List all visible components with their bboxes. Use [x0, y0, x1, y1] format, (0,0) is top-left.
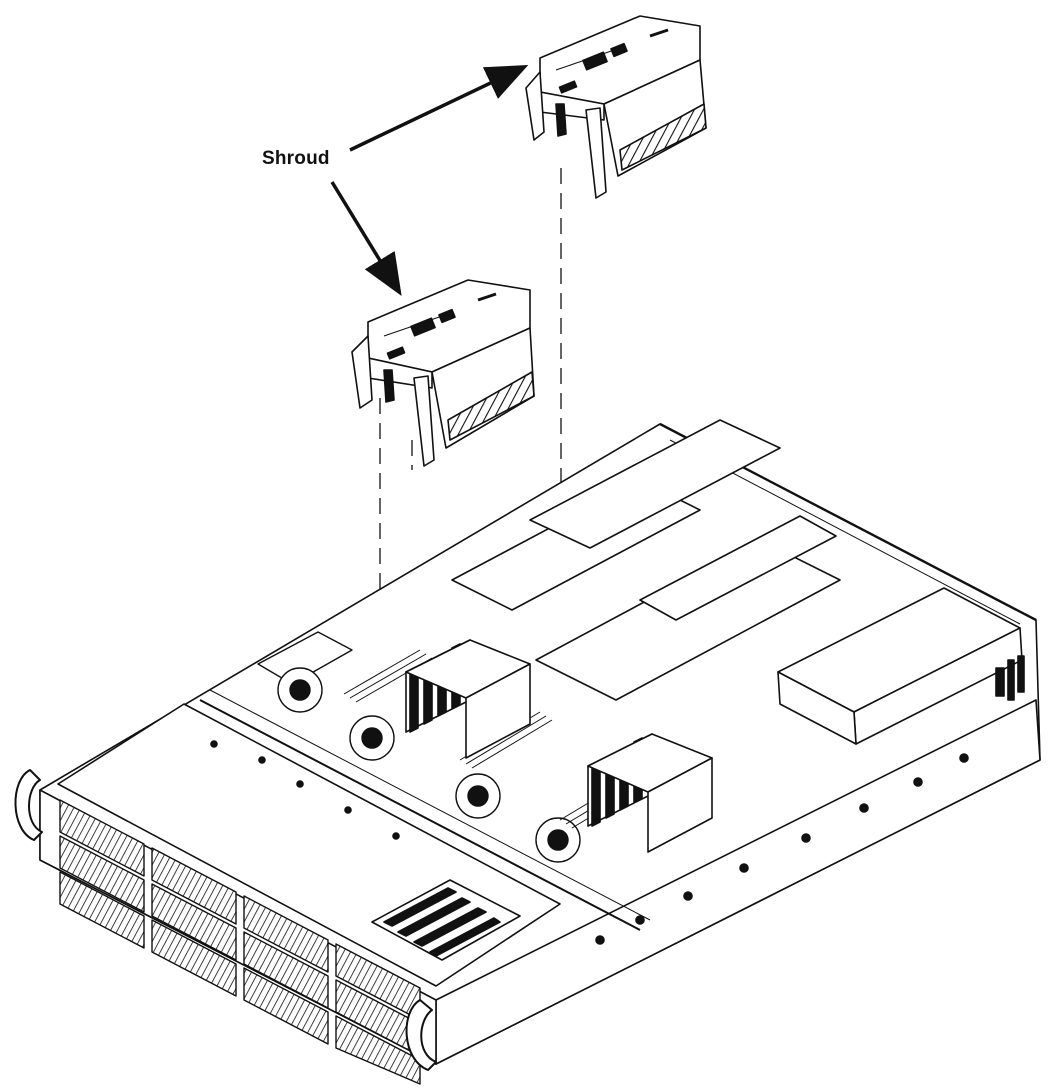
fan-row	[257, 631, 581, 863]
shroud-lower	[351, 279, 535, 467]
drive-bays	[59, 799, 421, 1085]
cpu-heatsink-2	[587, 733, 713, 853]
server-chassis	[14, 419, 1041, 1085]
rear-io-ports	[995, 655, 1025, 701]
service-label-plate	[371, 879, 521, 961]
cpu-heatsink-1	[405, 639, 531, 759]
riser-cards	[451, 419, 841, 701]
arrow-to-upper-shroud	[349, 64, 529, 152]
chassis-screw-holes	[210, 740, 969, 945]
power-supply	[777, 587, 1023, 745]
shroud-upper	[525, 15, 707, 199]
shroud-callout-label: Shroud	[262, 148, 330, 169]
arrow-to-lower-shroud	[330, 181, 402, 296]
callout-arrows	[330, 64, 529, 296]
